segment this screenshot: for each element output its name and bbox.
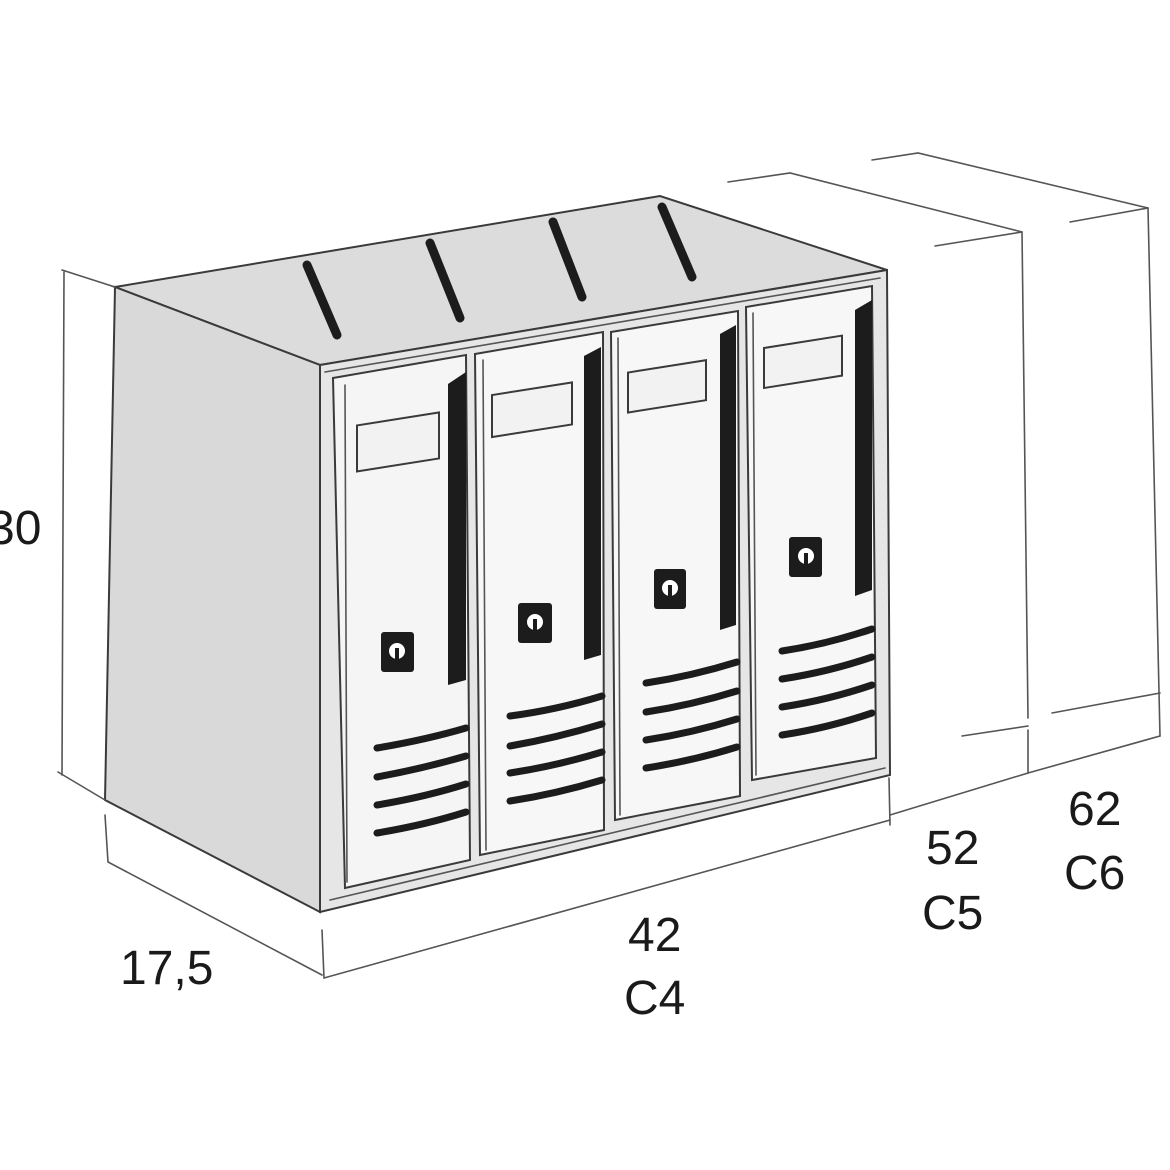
dimension-c4-value: 42 <box>628 909 682 962</box>
mail-slots <box>302 202 697 340</box>
mail-slot-icon <box>302 260 342 340</box>
mail-slot-icon <box>425 238 465 323</box>
name-plate-icon <box>763 334 843 390</box>
dimension-depth-label: 17,5 <box>120 942 214 995</box>
name-plate-icon <box>627 359 707 414</box>
vent-lines <box>506 692 606 720</box>
dimension-lines <box>57 269 1161 980</box>
dimension-c5-value: 52 <box>926 822 980 875</box>
dimension-c6-value: 62 <box>1068 783 1122 836</box>
dimension-c6-model: C6 <box>1064 847 1126 900</box>
dimension-height-label: 30 <box>0 502 42 555</box>
compartment-door-1 <box>331 353 472 890</box>
compartment-door-2 <box>473 330 606 857</box>
box-left-side <box>103 285 321 914</box>
dimension-c5-model: C5 <box>922 887 984 940</box>
compartment-door-4 <box>744 284 878 782</box>
name-plate-icon <box>491 381 573 439</box>
mail-slot-icon <box>548 217 587 302</box>
vent-lines <box>373 724 470 752</box>
extension-outlines <box>727 152 1161 737</box>
vent-lines <box>778 625 876 655</box>
dimension-c4-model: C4 <box>624 972 686 1025</box>
mail-slot-icon <box>657 202 697 282</box>
compartment-door-3 <box>609 309 742 822</box>
vent-lines <box>642 658 741 687</box>
name-plate-icon <box>356 411 440 473</box>
